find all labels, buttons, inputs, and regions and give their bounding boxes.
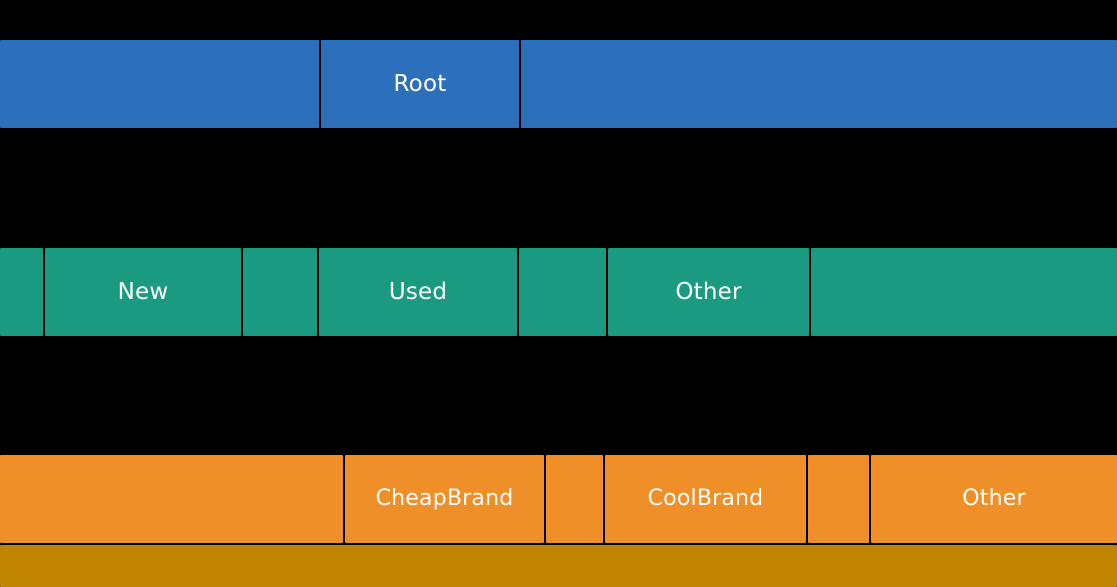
- icicle-segment-label: Other: [675, 278, 742, 305]
- icicle-segment-label: New: [117, 278, 169, 305]
- icicle-segment-category-blank-2[interactable]: [243, 248, 317, 336]
- icicle-segment-label: Used: [388, 278, 448, 305]
- icicle-segment-category-used[interactable]: Used: [319, 248, 517, 336]
- icicle-segment-category-other[interactable]: Other: [608, 248, 809, 336]
- icicle-segment-brand-blank-4[interactable]: [808, 455, 869, 543]
- icicle-segment-brand-blank-2[interactable]: [546, 455, 603, 543]
- icicle-segment-leaf-blank-0[interactable]: [0, 545, 1117, 587]
- icicle-level-root: Root: [0, 40, 1117, 128]
- icicle-segment-brand-blank-0[interactable]: [0, 455, 343, 543]
- icicle-segment-root-blank-0[interactable]: [0, 40, 319, 128]
- icicle-level-leaf: [0, 545, 1117, 587]
- icicle-segment-brand-coolbrand[interactable]: CoolBrand: [605, 455, 806, 543]
- icicle-level-brand: CheapBrand CoolBrand Other: [0, 455, 1117, 543]
- icicle-segment-root-blank-2[interactable]: [521, 40, 1117, 128]
- icicle-segment-category-blank-4[interactable]: [519, 248, 606, 336]
- icicle-segment-root-root[interactable]: Root: [321, 40, 519, 128]
- icicle-segment-label: Root: [393, 70, 447, 97]
- icicle-segment-label: CoolBrand: [647, 486, 764, 511]
- icicle-segment-label: CheapBrand: [375, 486, 514, 511]
- icicle-segment-brand-cheapbrand[interactable]: CheapBrand: [345, 455, 544, 543]
- icicle-segment-category-blank-0[interactable]: [0, 248, 43, 336]
- icicle-segment-brand-other[interactable]: Other: [871, 455, 1117, 543]
- icicle-segment-category-new[interactable]: New: [45, 248, 241, 336]
- icicle-level-category: New Used Other: [0, 248, 1117, 336]
- icicle-segment-category-blank-6[interactable]: [811, 248, 1117, 336]
- icicle-segment-label: Other: [962, 486, 1026, 511]
